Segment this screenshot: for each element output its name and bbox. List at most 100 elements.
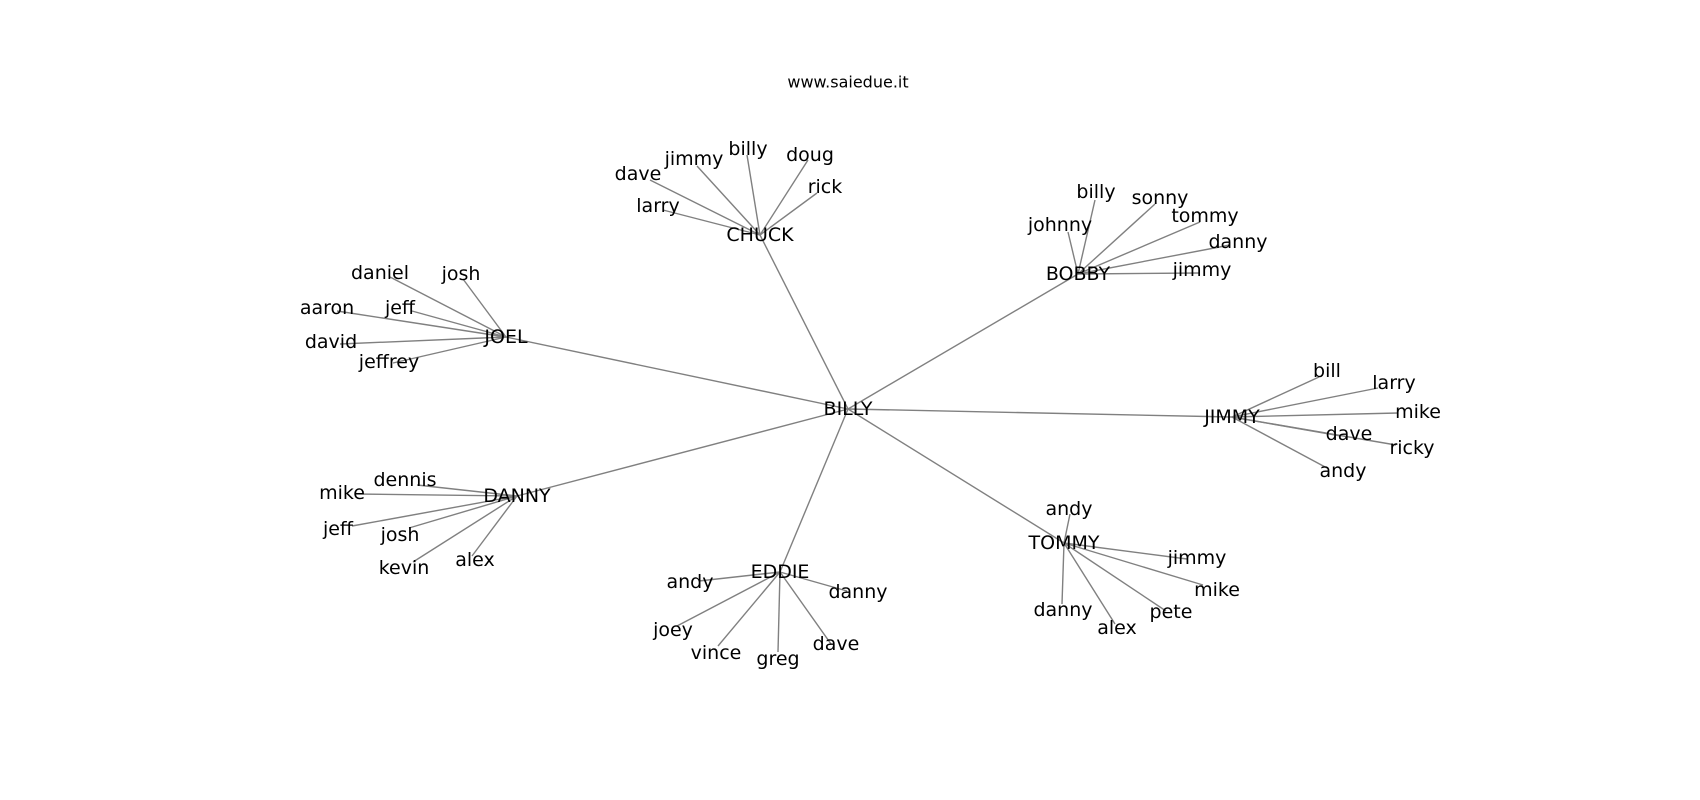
node-leaf-bobby-billy: billy xyxy=(1076,181,1115,203)
edge-tommy-pete xyxy=(1063,542,1167,612)
edge-billy-chuck xyxy=(759,234,849,410)
node-hub-danny: DANNY xyxy=(483,485,551,507)
node-leaf-joel-daniel: daniel xyxy=(351,262,409,284)
edge-bobby-billy xyxy=(1077,199,1096,275)
node-leaf-tommy-mike: mike xyxy=(1194,579,1240,601)
node-leaf-danny-jeff: jeff xyxy=(322,518,354,540)
node-hub-bobby: BOBBY xyxy=(1046,263,1111,285)
edge-jimmy-bill xyxy=(1231,376,1320,418)
node-leaf-danny-josh: josh xyxy=(380,524,420,546)
edge-billy-joel xyxy=(505,336,849,410)
edge-chuck-jimmy xyxy=(696,165,761,236)
node-leaf-danny-dennis: dennis xyxy=(373,469,436,491)
edge-danny-alex xyxy=(471,495,518,557)
edge-joel-jeff xyxy=(411,310,507,338)
edge-chuck-rick xyxy=(759,192,818,236)
edge-tommy-danny xyxy=(1061,542,1065,605)
node-leaf-danny-alex: alex xyxy=(455,549,495,571)
edge-bobby-danny xyxy=(1077,244,1231,275)
edge-eddie-vince xyxy=(717,571,781,647)
node-leaf-jimmy-bill: bill xyxy=(1313,360,1341,382)
node-hub-eddie: EDDIE xyxy=(751,561,810,583)
node-leaf-bobby-tommy: tommy xyxy=(1171,205,1238,227)
edge-joel-aaron xyxy=(336,310,507,338)
node-leaf-jimmy-larry: larry xyxy=(1372,372,1415,394)
node-leaf-chuck-rick: rick xyxy=(808,176,843,198)
site-title: www.saiedue.it xyxy=(787,73,908,92)
node-leaf-chuck-dave: dave xyxy=(615,163,662,185)
node-leaf-tommy-danny: danny xyxy=(1033,599,1092,621)
edge-danny-mike xyxy=(354,493,518,497)
node-leaf-danny-mike: mike xyxy=(319,482,365,504)
edge-tommy-jimmy xyxy=(1063,542,1188,560)
node-leaf-joel-jeffrey: jeffrey xyxy=(358,351,419,373)
edge-eddie-joey xyxy=(676,571,781,627)
node-leaf-tommy-alex: alex xyxy=(1097,617,1137,639)
node-hub-tommy: TOMMY xyxy=(1028,532,1100,554)
edge-joel-josh xyxy=(462,278,507,338)
edge-eddie-andy xyxy=(698,571,781,582)
edge-danny-kevin xyxy=(412,495,518,563)
edge-jimmy-ricky xyxy=(1231,416,1397,446)
node-leaf-bobby-jimmy: jimmy xyxy=(1172,259,1232,281)
node-leaf-chuck-doug: doug xyxy=(786,144,834,166)
edge-tommy-alex xyxy=(1063,542,1116,625)
edge-chuck-larry xyxy=(662,209,761,236)
edge-bobby-sonny xyxy=(1077,203,1156,275)
node-leaf-tommy-andy: andy xyxy=(1046,498,1093,520)
node-leaf-jimmy-dave: dave xyxy=(1326,423,1373,445)
edge-billy-tommy xyxy=(847,408,1065,544)
node-leaf-bobby-johnny: johnny xyxy=(1027,214,1092,236)
node-leaf-eddie-greg: greg xyxy=(756,648,799,670)
edge-bobby-johnny xyxy=(1067,231,1079,275)
edge-danny-jeff xyxy=(351,495,518,527)
node-leaf-chuck-billy: billy xyxy=(728,138,767,160)
edge-tommy-mike xyxy=(1063,542,1204,586)
edge-joel-daniel xyxy=(389,276,507,338)
node-leaf-danny-kevin: kevin xyxy=(379,557,430,579)
edge-billy-bobby xyxy=(847,273,1079,410)
node-leaf-bobby-danny: danny xyxy=(1208,231,1267,253)
edge-chuck-dave xyxy=(649,179,761,236)
node-leaf-eddie-dave: dave xyxy=(813,633,860,655)
node-center-billy: BILLY xyxy=(824,398,873,420)
edge-eddie-greg xyxy=(777,571,781,653)
edge-jimmy-andy xyxy=(1231,416,1328,469)
node-leaf-joel-david: david xyxy=(305,331,357,353)
node-leaf-jimmy-ricky: ricky xyxy=(1389,437,1434,459)
node-leaf-joel-josh: josh xyxy=(441,263,481,285)
node-leaf-tommy-pete: pete xyxy=(1150,601,1193,623)
edge-eddie-danny xyxy=(779,571,848,592)
edge-danny-josh xyxy=(408,495,518,529)
node-leaf-chuck-jimmy: jimmy xyxy=(664,148,724,170)
node-leaf-joel-aaron: aaron xyxy=(300,297,354,319)
node-leaf-eddie-danny: danny xyxy=(828,581,887,603)
edge-danny-dennis xyxy=(416,484,518,497)
node-leaf-chuck-larry: larry xyxy=(636,195,679,217)
edge-bobby-tommy xyxy=(1077,221,1201,275)
node-leaf-tommy-jimmy: jimmy xyxy=(1167,547,1227,569)
node-leaf-jimmy-andy: andy xyxy=(1320,460,1367,482)
edge-jimmy-larry xyxy=(1231,387,1379,418)
edge-jimmy-mike xyxy=(1231,412,1399,418)
node-hub-jimmy: JIMMY xyxy=(1203,406,1260,428)
node-hub-chuck: CHUCK xyxy=(726,224,794,246)
edge-eddie-dave xyxy=(779,571,832,645)
edge-billy-eddie xyxy=(779,408,849,573)
edge-bobby-jimmy xyxy=(1077,272,1201,275)
node-leaf-eddie-vince: vince xyxy=(691,642,742,664)
edge-tommy-andy xyxy=(1063,513,1071,544)
edge-joel-david xyxy=(339,336,507,345)
edge-billy-jimmy xyxy=(847,408,1233,418)
edge-joel-jeffrey xyxy=(392,336,507,364)
node-leaf-jimmy-mike: mike xyxy=(1395,401,1441,423)
node-hub-joel: JOEL xyxy=(483,326,528,348)
node-leaf-eddie-joey: joey xyxy=(652,619,693,641)
edge-chuck-doug xyxy=(759,159,809,236)
edge-chuck-billy xyxy=(746,154,761,236)
edge-billy-danny xyxy=(516,408,849,497)
node-leaf-joel-jeff: jeff xyxy=(384,297,416,319)
node-leaf-bobby-sonny: sonny xyxy=(1132,187,1189,209)
